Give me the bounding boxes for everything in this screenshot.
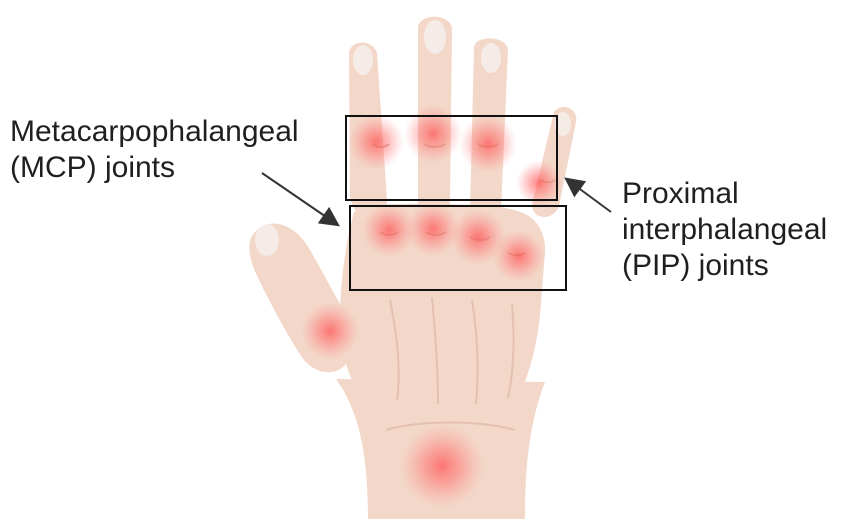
- pip-label-line1: Proximal: [622, 176, 827, 212]
- pip-label-line2: interphalangeal: [622, 212, 827, 248]
- pip-arrow: [569, 181, 611, 212]
- mcp-label: Metacarpophalangeal (MCP) joints: [10, 114, 299, 186]
- pip-label: Proximal interphalangeal (PIP) joints: [622, 176, 827, 284]
- mcp-label-line2: (MCP) joints: [10, 150, 299, 186]
- mcp-label-line1: Metacarpophalangeal: [10, 114, 299, 150]
- pip-label-line3: (PIP) joints: [622, 248, 827, 284]
